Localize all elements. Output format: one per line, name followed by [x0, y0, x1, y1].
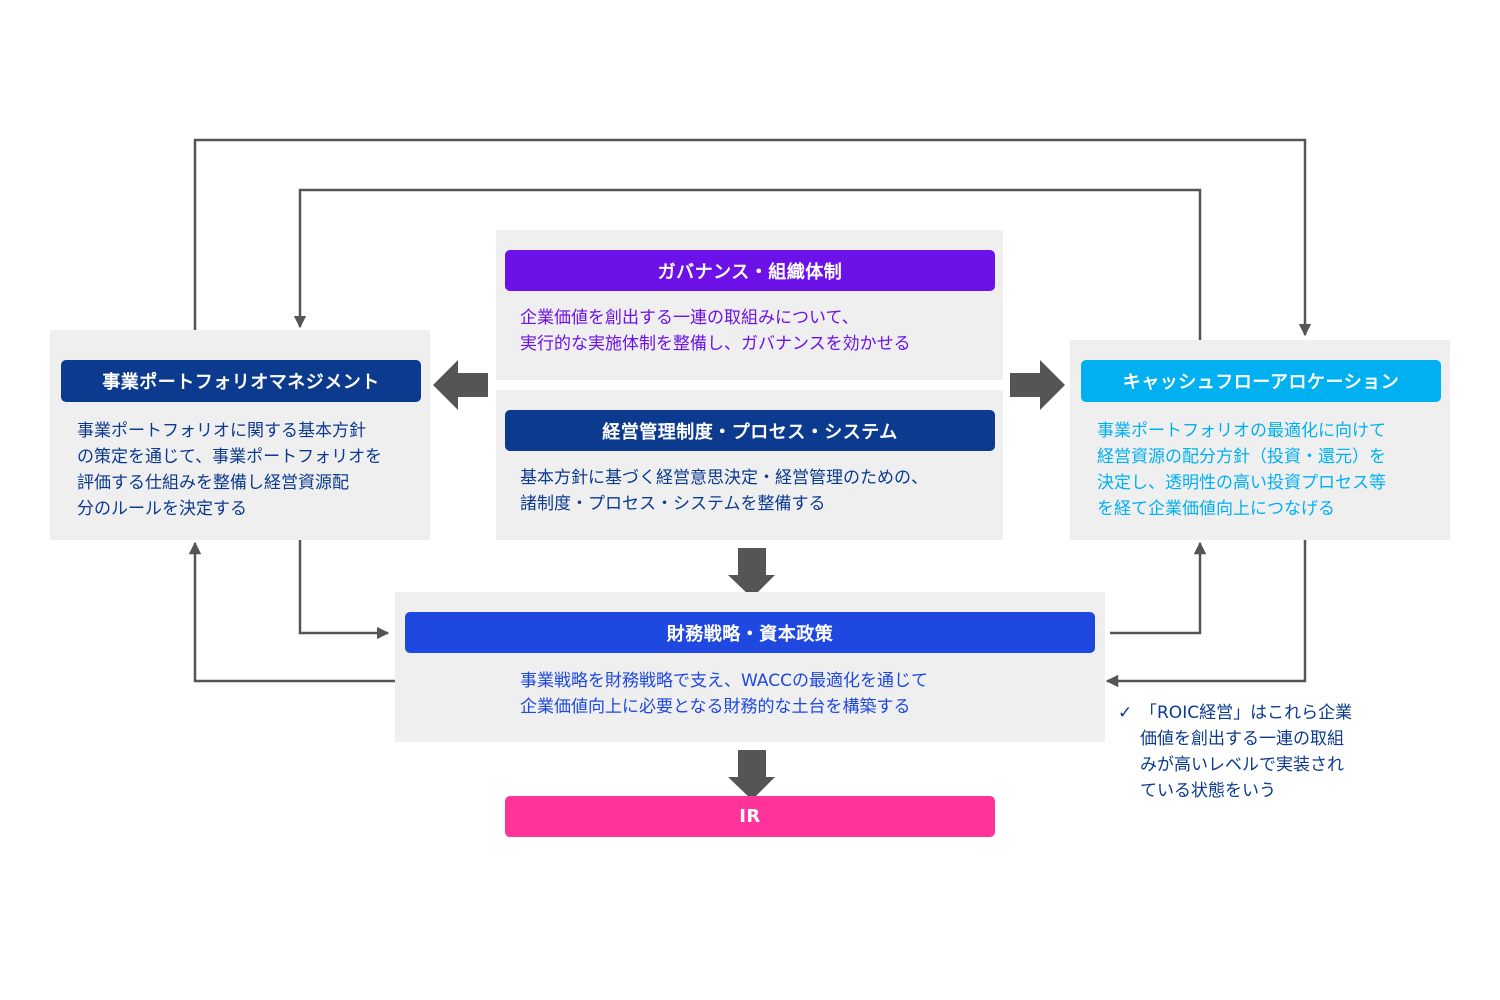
management-system-description: 基本方針に基づく経営意思決定・経営管理のための、 諸制度・プロセス・システムを整… [520, 468, 928, 514]
connector-cashflow-to-portfolio [293, 188, 1202, 340]
connector-finance-to-cashflow [1110, 541, 1207, 635]
block-arrow-down-to-finance-icon [728, 548, 775, 598]
portfolio-header: 事業ポートフォリオマネジメント [61, 360, 421, 402]
governance-header: ガバナンス・組織体制 [505, 250, 995, 291]
finance-header: 財務戦略・資本政策 [405, 612, 1095, 653]
checkmark-icon: ✓ [1118, 703, 1133, 723]
cashflow-header: キャッシュフローアロケーション [1081, 360, 1441, 402]
governance-description: 企業価値を創出する一連の取組みについて、 実行的な実施体制を整備し、ガバナンスを… [520, 308, 911, 354]
block-arrow-left-icon [433, 360, 488, 410]
connector-portfolio-to-cashflow [193, 138, 1312, 337]
connector-finance-to-portfolio [188, 541, 395, 683]
connector-portfolio-to-finance [298, 540, 390, 640]
portfolio-description: 事業ポートフォリオに関する基本方針 の策定を通じて、事業ポートフォリオを 評価す… [77, 421, 383, 519]
block-arrow-down-to-ir-icon [728, 750, 775, 800]
finance-description: 事業戦略を財務戦略で支え、WACCの最適化を通じて 企業価値向上に必要となる財務… [520, 671, 928, 717]
management-system-header: 経営管理制度・プロセス・システム [505, 410, 995, 451]
block-arrow-right-icon [1010, 360, 1065, 410]
roic-note-text: 「ROIC経営」はこれら企業 価値を創出する一連の取組 みが高いレベルで実装され… [1140, 703, 1353, 801]
connector-cashflow-to-finance [1105, 540, 1307, 688]
ir-bar: IR [505, 796, 995, 837]
cashflow-description: 事業ポートフォリオの最適化に向けて 経営資源の配分方針（投資・還元）を 決定し、… [1097, 421, 1386, 519]
